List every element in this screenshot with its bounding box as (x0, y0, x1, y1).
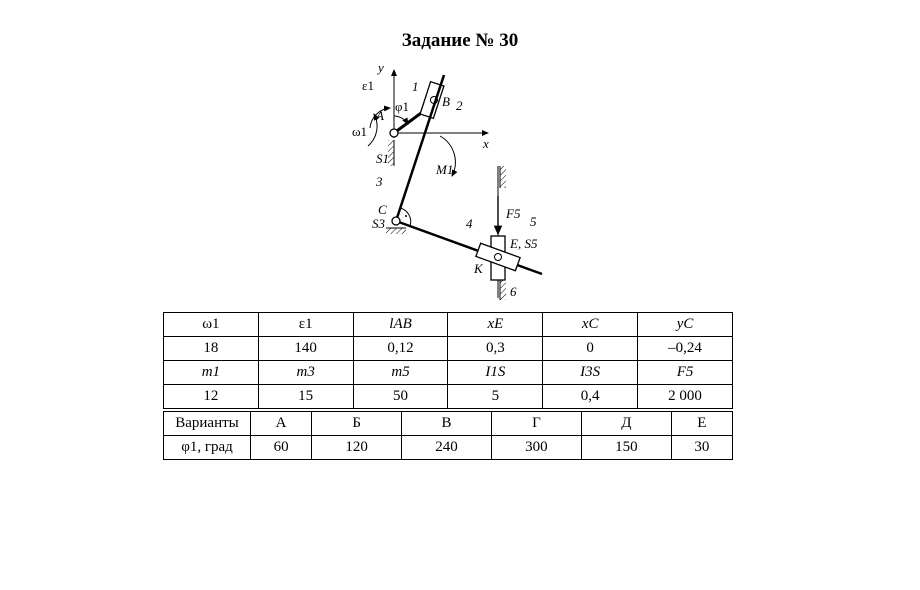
parameters-table: ω1 ε1 lAB xE xC yC 18 140 0,12 0,3 0 –0,… (163, 312, 733, 409)
label-E-S5: E, S5 (509, 236, 538, 251)
value-F5: 2 000 (637, 384, 733, 409)
label-phi1: φ1 (395, 99, 409, 114)
y-axis-label: y (376, 60, 384, 75)
label-eps1: ε1 (362, 78, 374, 93)
label-1: 1 (412, 79, 419, 94)
value-xC: 0 (542, 336, 639, 361)
label-B: B (442, 94, 450, 109)
value-lAB: 0,12 (352, 336, 449, 361)
variant-B: Б (311, 411, 403, 436)
label-4: 4 (466, 216, 473, 231)
header-omega1: ω1 (163, 312, 259, 337)
value-m5: 50 (352, 384, 449, 409)
label-6: 6 (510, 284, 517, 299)
label-5: 5 (530, 214, 537, 229)
label-3: 3 (375, 174, 383, 189)
header-F5: F5 (637, 360, 733, 385)
label-F5: F5 (505, 206, 521, 221)
header-I1S: I1S (447, 360, 544, 385)
header-m3: m3 (257, 360, 354, 385)
phi-value-D: 150 (580, 435, 672, 460)
variant-D: Д (580, 411, 672, 436)
label-K: K (473, 261, 484, 276)
header-xC: xC (542, 312, 639, 337)
table-row: ω1 ε1 lAB xE xC yC (163, 312, 733, 337)
phi-value-B: 120 (311, 435, 403, 460)
header-eps1: ε1 (257, 312, 354, 337)
variant-A: А (249, 411, 313, 436)
label-A: A (375, 108, 384, 123)
phi-value-A: 60 (249, 435, 313, 460)
label-S3: S3 (372, 216, 386, 231)
variants-header-label: Варианты (163, 411, 251, 436)
task-title: Задание № 30 (401, 30, 519, 51)
phi-row-label: φ1, град (163, 435, 251, 460)
joint-C (391, 216, 401, 226)
mechanism-scheme: y x ε1 ω1 φ1 A B S1 C S3 M1 F5 E, S5 K (352, 60, 543, 300)
value-eps1: 140 (257, 336, 354, 361)
header-yC: yC (637, 312, 733, 337)
rocker-3 (394, 74, 446, 222)
value-xE: 0,3 (447, 336, 544, 361)
value-yC: –0,24 (637, 336, 733, 361)
label-S1: S1 (376, 151, 389, 166)
variants-table: Варианты А Б В Г Д Е φ1, град 60 120 240… (163, 411, 734, 460)
value-m1: 12 (163, 384, 259, 409)
value-I3S: 0,4 (542, 384, 639, 409)
header-m1: m1 (163, 360, 259, 385)
variant-E: Е (670, 411, 734, 436)
variant-V: В (401, 411, 492, 436)
header-I3S: I3S (542, 360, 639, 385)
header-m5: m5 (352, 360, 449, 385)
value-omega1: 18 (163, 336, 259, 361)
table-row: 18 140 0,12 0,3 0 –0,24 (163, 336, 733, 361)
phi-value-V: 240 (401, 435, 492, 460)
value-m3: 15 (257, 384, 354, 409)
label-2: 2 (456, 98, 463, 113)
label-C: C (378, 202, 387, 217)
header-lAB: lAB (352, 312, 449, 337)
table-row: m1 m3 m5 I1S I3S F5 (163, 360, 733, 385)
phi-value-G: 300 (490, 435, 582, 460)
variant-G: Г (490, 411, 582, 436)
joint-A (389, 128, 399, 138)
header-xE: xE (447, 312, 544, 337)
x-axis-label: x (482, 136, 489, 151)
label-M1: M1 (435, 162, 453, 177)
table-row: φ1, град 60 120 240 300 150 30 (163, 435, 734, 460)
table-row: 12 15 50 5 0,4 2 000 (163, 384, 733, 409)
phi-value-E: 30 (670, 435, 734, 460)
table-row: Варианты А Б В Г Д Е (163, 411, 734, 436)
label-omega1: ω1 (352, 124, 367, 139)
value-I1S: 5 (447, 384, 544, 409)
